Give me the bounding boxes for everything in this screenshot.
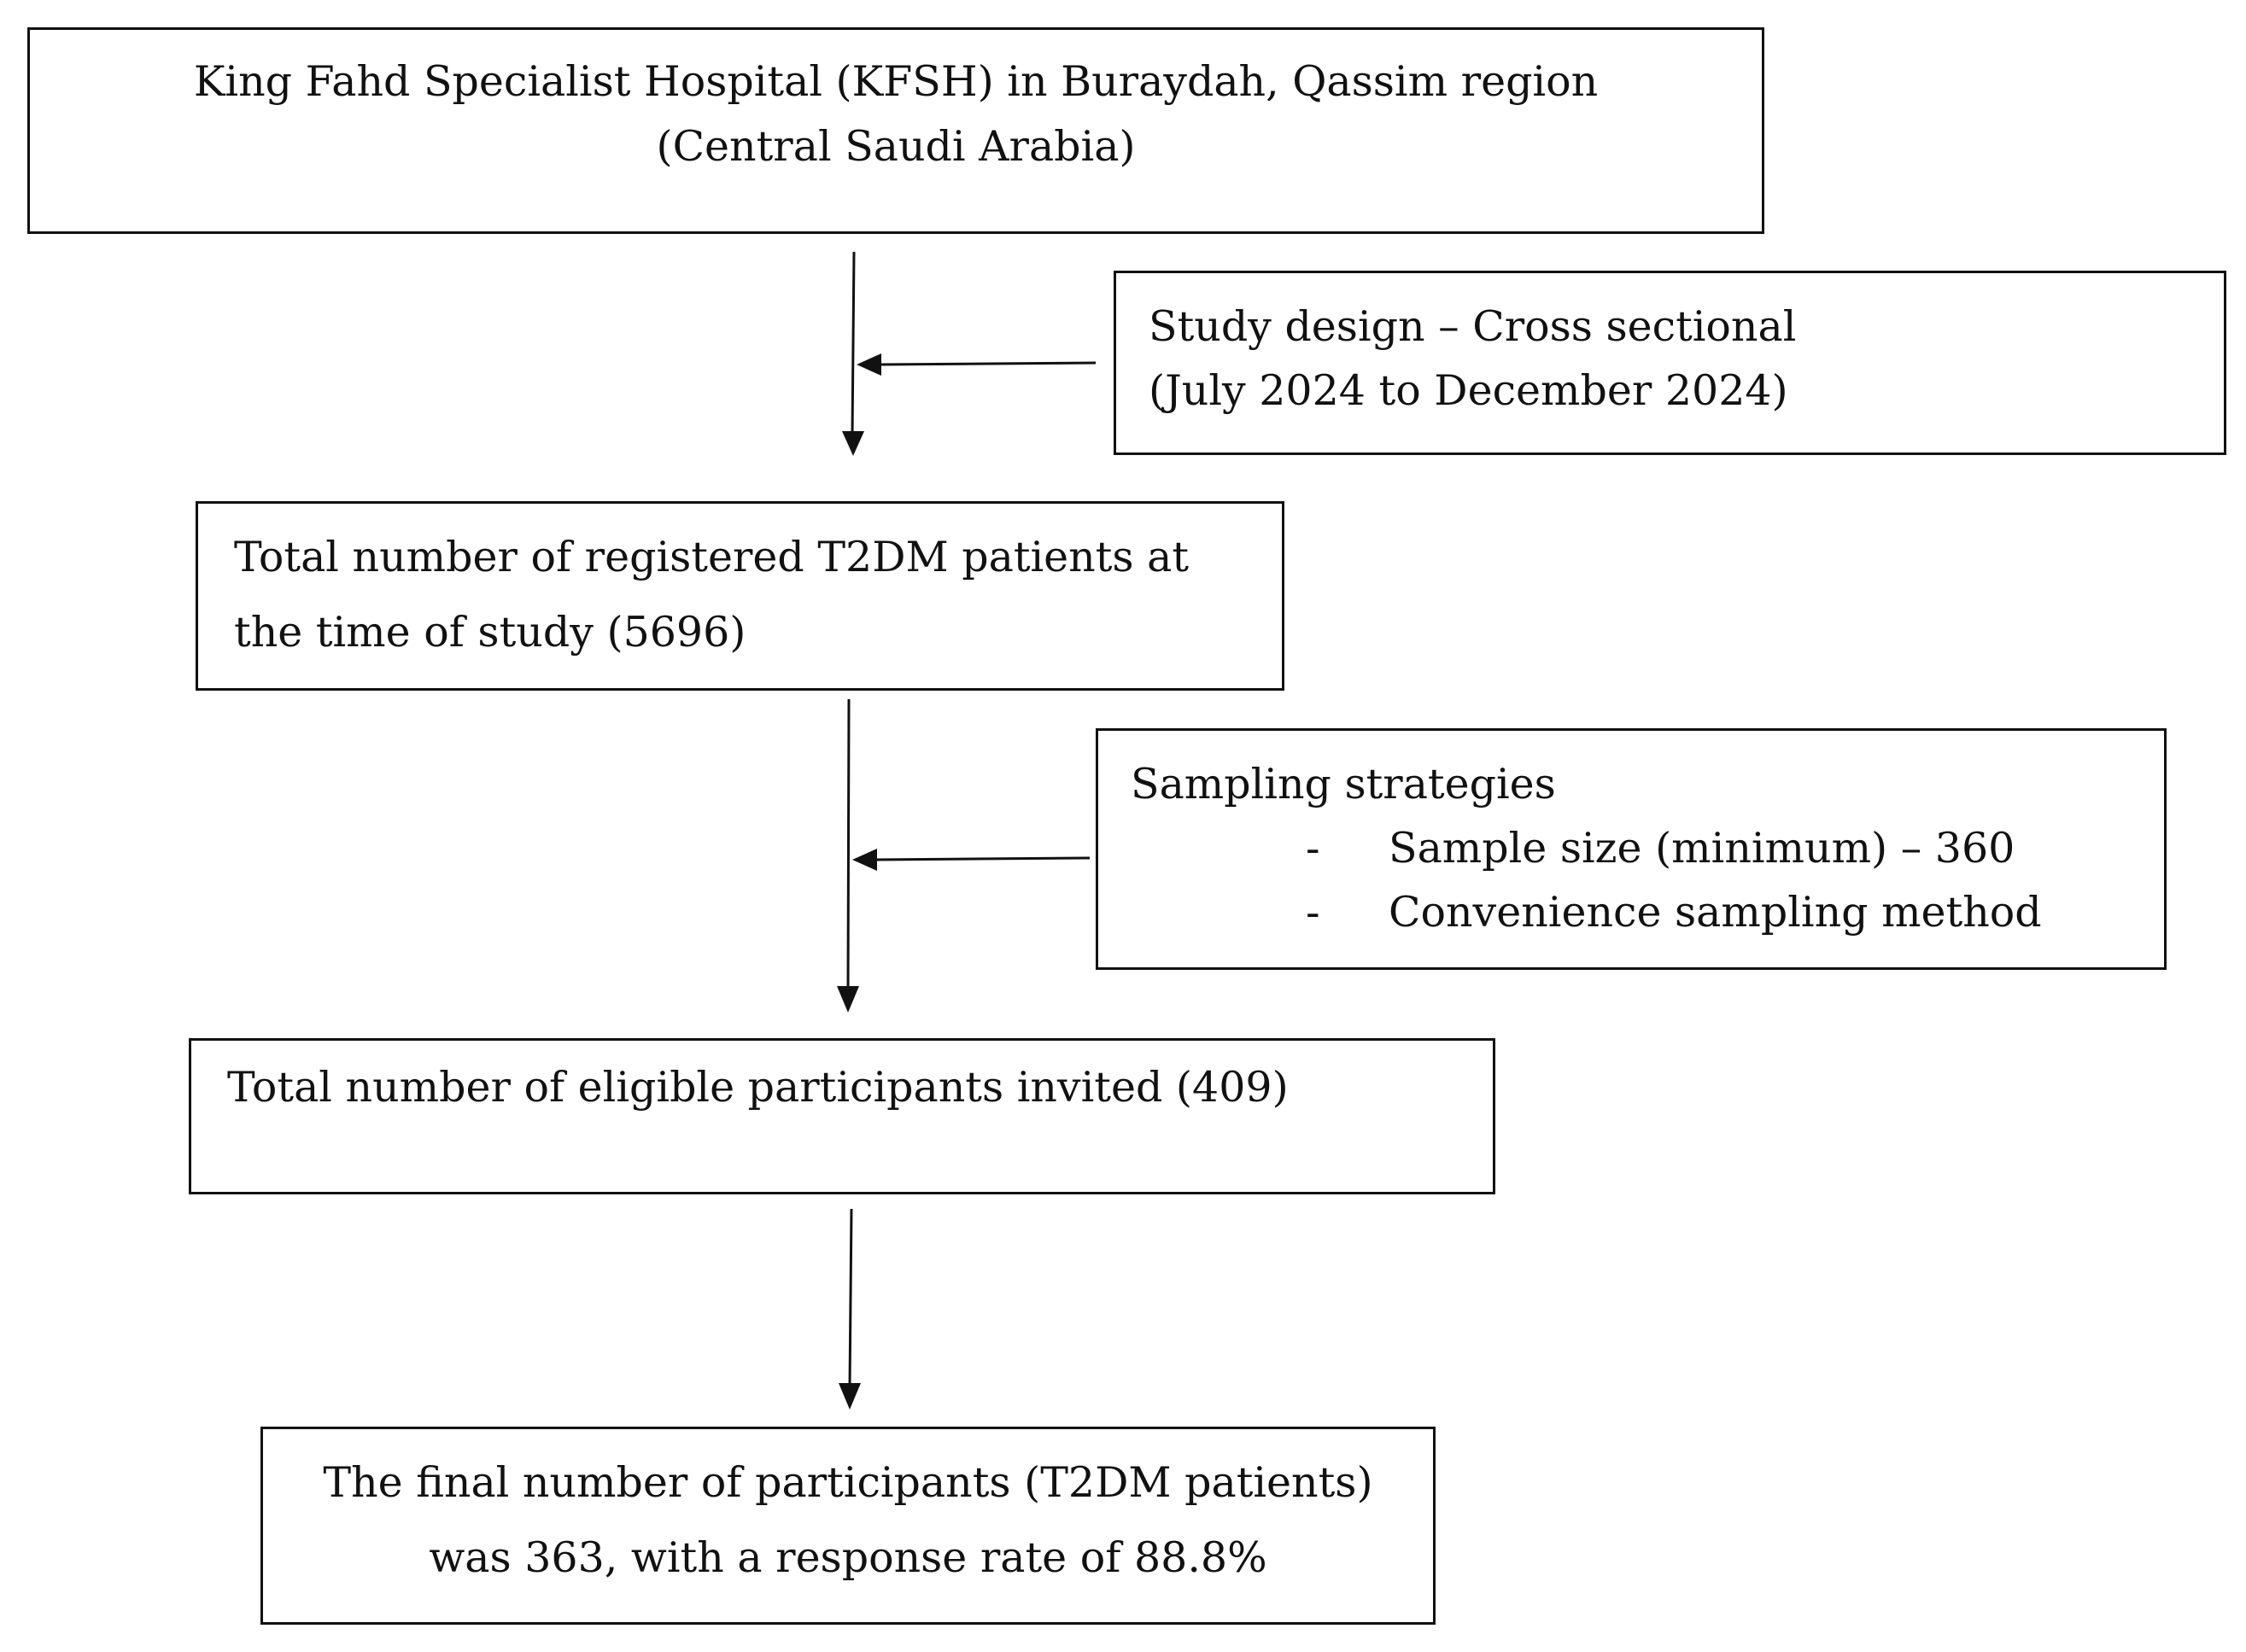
study-design-line-2: (July 2024 to December 2024)	[1149, 366, 1788, 415]
arrow-hospital-to-registered	[842, 251, 864, 456]
sampling-bullet-marker-2: -	[1306, 888, 1320, 937]
registered-patients-box: Total number of registered T2DM patients…	[196, 501, 1284, 691]
final-participants-line-2: was 363, with a response rate of 88.8%	[429, 1533, 1267, 1582]
study-design-line-1: Study design – Cross sectional	[1149, 302, 1797, 351]
eligible-participants-line: Total number of eligible participants in…	[227, 1063, 1289, 1112]
hospital-box-line-2: (Central Saudi Arabia)	[656, 122, 1136, 171]
arrow-sampling-to-flow	[852, 849, 1091, 871]
final-participants-line-1: The final number of participants (T2DM p…	[323, 1458, 1373, 1507]
registered-patients-line-2: the time of study (5696)	[234, 608, 746, 657]
final-participants-box: The final number of participants (T2DM p…	[260, 1427, 1436, 1625]
eligible-participants-box: Total number of eligible participants in…	[189, 1038, 1495, 1194]
hospital-box: King Fahd Specialist Hospital (KFSH) in …	[27, 27, 1764, 234]
arrow-study-design-to-flow	[857, 353, 1097, 376]
sampling-bullet-marker-1: -	[1306, 824, 1320, 873]
sampling-item-convenience: Convenience sampling method	[1389, 888, 2042, 937]
sampling-strategies-box: Sampling strategies - Sample size (minim…	[1096, 728, 2167, 970]
arrow-eligible-to-final	[839, 1208, 861, 1410]
study-design-box: Study design – Cross sectional (July 202…	[1114, 271, 2226, 455]
arrow-registered-to-eligible	[837, 698, 859, 1013]
sampling-item-sample-size: Sample size (minimum) – 360	[1389, 824, 2015, 873]
registered-patients-line-1: Total number of registered T2DM patients…	[234, 533, 1190, 581]
hospital-box-line-1: King Fahd Specialist Hospital (KFSH) in …	[193, 57, 1599, 106]
sampling-strategies-title: Sampling strategies	[1131, 760, 1556, 808]
